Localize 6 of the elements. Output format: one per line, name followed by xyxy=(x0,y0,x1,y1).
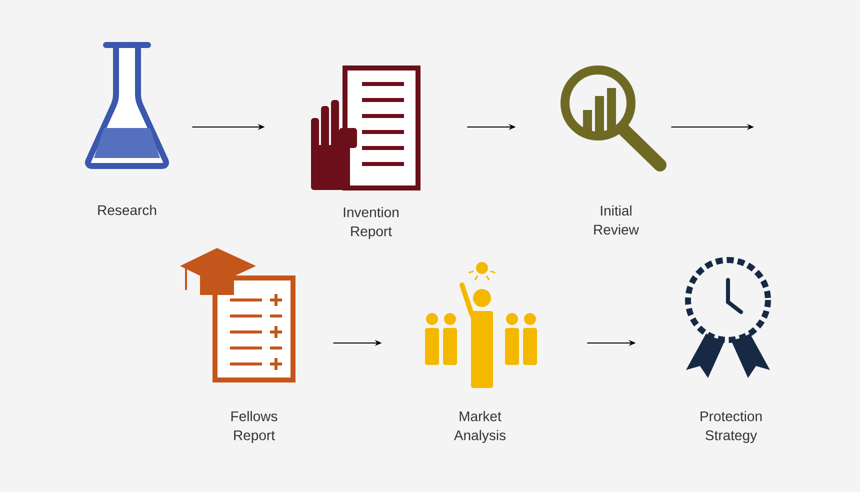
stage-label: Initial Review xyxy=(594,205,639,235)
stage-label: Invention Report xyxy=(344,206,398,240)
stage-label: Fellows Report xyxy=(231,410,278,443)
stage-label: Research xyxy=(98,204,156,216)
stage-label: Market Analysis xyxy=(454,410,506,443)
stage-label: Protection Strategy xyxy=(700,410,762,443)
